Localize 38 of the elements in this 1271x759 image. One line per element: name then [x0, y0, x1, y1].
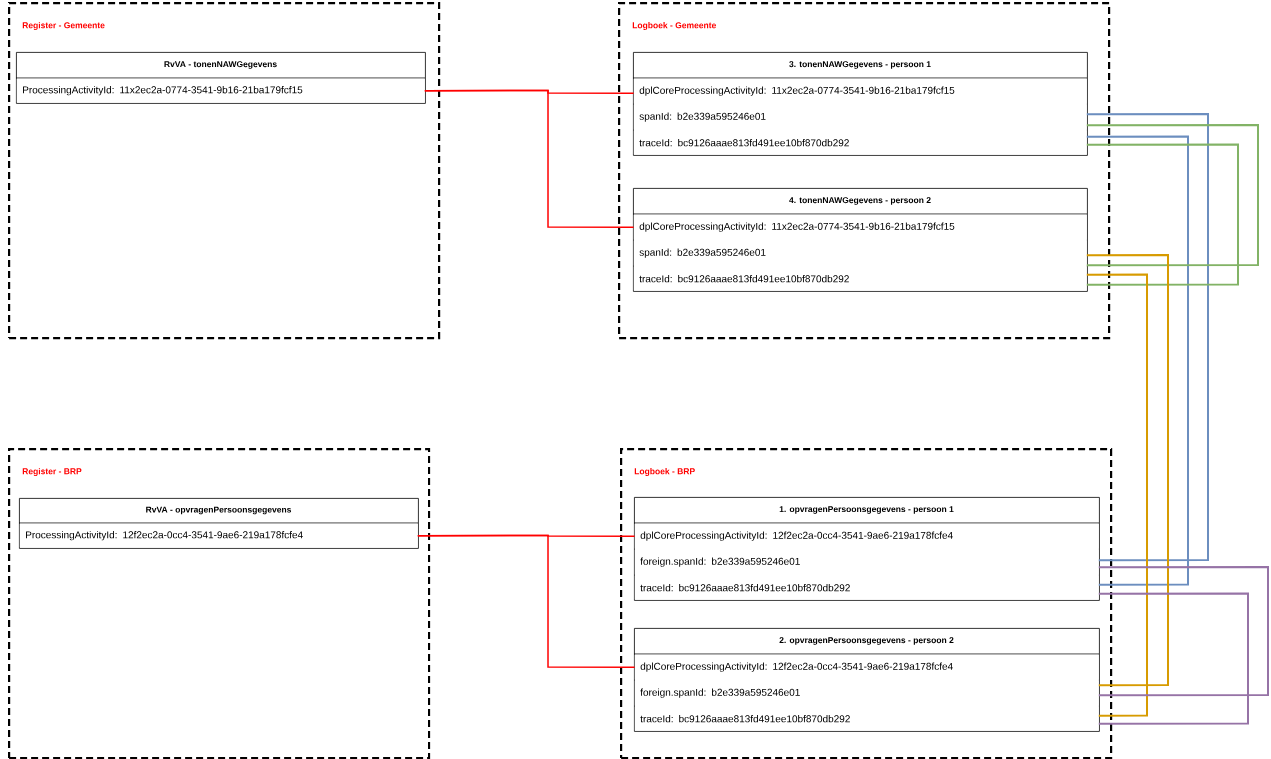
table-row: spanId: b2e339a595246e01 [633, 240, 1087, 266]
node-label: spanId: b2e339a595246e01 [639, 248, 766, 258]
node-label: traceId: bc9126aaae813fd491ee10bf870db292 [640, 715, 850, 723]
node-label: dplCoreProcessingActivityId: 12f2ec2a-0cc4-3541-9ae6-219a178fcfe4 [640, 531, 953, 541]
connector-line [1097, 566, 1269, 697]
table-row: ProcessingActivityId: 12f2ec2a-0cc4-3541-9ae6-219a178fcfe4 [19, 523, 418, 548]
connector-line [1085, 273, 1148, 717]
table-row: foreign.spanId: b2e339a595246e01 [634, 680, 1099, 706]
connector-line [417, 534, 636, 668]
node-label: foreign.spanId: b2e339a595246e01 [640, 688, 800, 698]
table-row: dplCoreProcessingActivityId: 12f2ec2a-0cc4-3541-9ae6-219a178fcfe4 [634, 654, 1099, 680]
table-row: dplCoreProcessingActivityId: 12f2ec2a-0cc4-3541-9ae6-219a178fcfe4 [634, 523, 1099, 549]
table-row: foreign.spanId: b2e339a595246e01 [634, 549, 1099, 575]
table-row: traceId: bc9126aaae813fd491ee10bf870db292 [633, 130, 1087, 155]
connector-line [1097, 592, 1249, 725]
connector-line [1085, 124, 1259, 267]
connector-line [1085, 254, 1169, 687]
table-row: dplCoreProcessingActivityId: 11x2ec2a-0774-3541-9b16-21ba179fcf15 [633, 214, 1087, 240]
table-row: ProcessingActivityId: 11x2ec2a-0774-3541-9b16-21ba179fcf15 [16, 78, 425, 103]
connector-line [1085, 143, 1239, 286]
table-row: traceId: bc9126aaae813fd491ee10bf870db292 [634, 706, 1099, 731]
connector-line [424, 89, 635, 228]
table-row: dplCoreProcessingActivityId: 11x2ec2a-0774-3541-9b16-21ba179fcf15 [633, 78, 1087, 104]
node-label: dplCoreProcessingActivityId: 11x2ec2a-0774-3541-9b16-21ba179fcf15 [639, 222, 955, 232]
table-row: spanId: b2e339a595246e01 [633, 104, 1087, 130]
connector-line [1085, 113, 1209, 562]
node-label: ProcessingActivityId: 12f2ec2a-0cc4-3541-9ae6-219a178fcfe4 [26, 531, 303, 541]
table-row: traceId: bc9126aaae813fd491ee10bf870db292 [634, 575, 1099, 600]
node-label: ProcessingActivityId: 11x2ec2a-0774-3541-9b16-21ba179fcf15 [23, 86, 303, 96]
table-row: traceId: bc9126aaae813fd491ee10bf870db292 [633, 266, 1087, 291]
node-label: dplCoreProcessingActivityId: 11x2ec2a-0774-3541-9b16-21ba179fcf15 [639, 86, 955, 96]
node-label: spanId: b2e339a595246e01 [639, 112, 766, 122]
node-label: traceId: bc9126aaae813fd491ee10bf870db292 [639, 139, 849, 147]
node-label: traceId: bc9126aaae813fd491ee10bf870db292 [639, 275, 849, 283]
node-label: foreign.spanId: b2e339a595246e01 [640, 557, 800, 567]
connector-line [1085, 135, 1189, 586]
node-label: dplCoreProcessingActivityId: 12f2ec2a-0cc4-3541-9ae6-219a178fcfe4 [640, 662, 953, 672]
node-label: traceId: bc9126aaae813fd491ee10bf870db292 [640, 584, 850, 592]
